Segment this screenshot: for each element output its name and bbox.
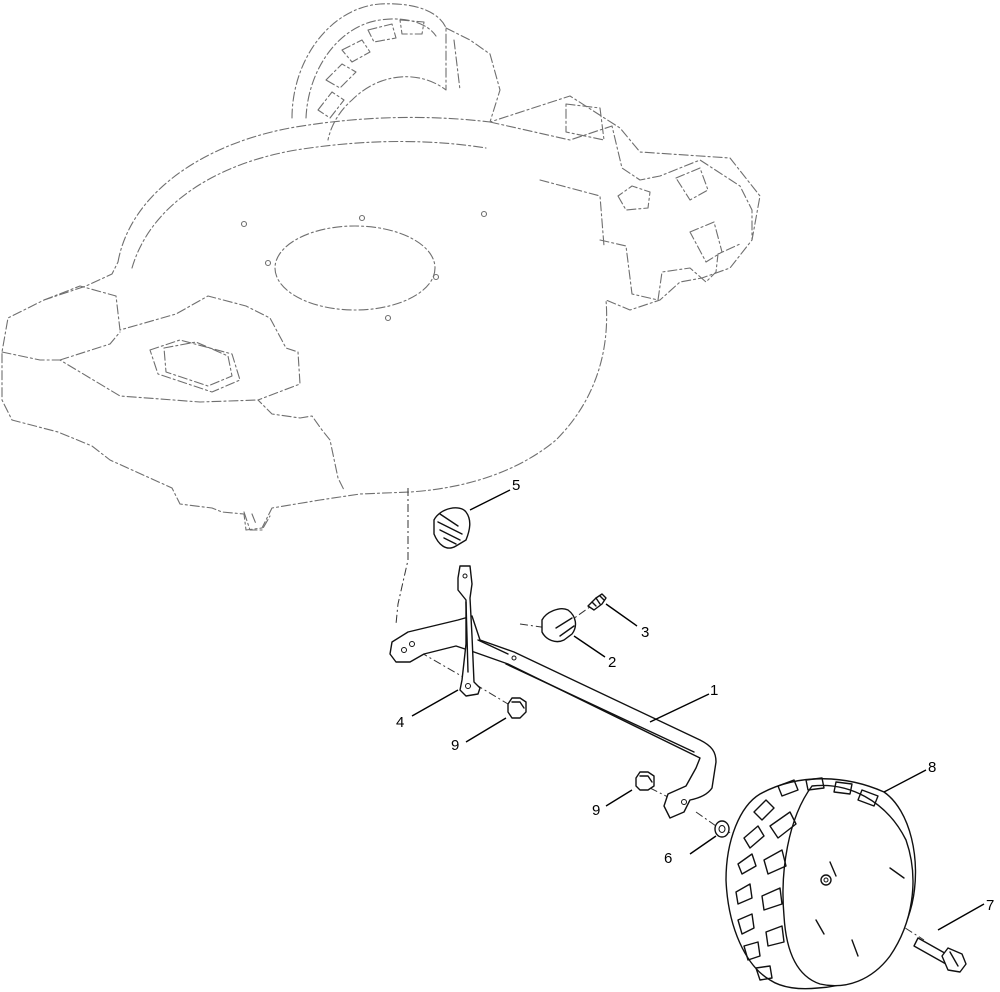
bushing-part bbox=[541, 608, 577, 643]
knob-part bbox=[433, 507, 471, 549]
callout-9-lower: 9 bbox=[592, 802, 600, 819]
callout-9-upper: 9 bbox=[451, 737, 459, 754]
lever-arm-part bbox=[457, 565, 481, 697]
callout-5: 5 bbox=[512, 477, 520, 494]
callout-7: 7 bbox=[986, 897, 994, 914]
callout-1: 1 bbox=[710, 682, 718, 699]
mower-deck-phantom bbox=[1, 3, 761, 531]
callout-3: 3 bbox=[641, 624, 649, 641]
wheel-part bbox=[725, 777, 917, 990]
axle-rod-part bbox=[389, 615, 717, 819]
washer-part bbox=[714, 820, 730, 838]
screw-part bbox=[587, 593, 607, 611]
callout-4: 4 bbox=[396, 714, 404, 731]
callout-2: 2 bbox=[608, 654, 616, 671]
nut-part-lower bbox=[635, 771, 655, 791]
callout-labels: 1 2 3 4 5 6 7 8 9 9 bbox=[396, 477, 994, 914]
nut-part-upper bbox=[507, 697, 527, 719]
callout-8: 8 bbox=[928, 759, 936, 776]
rear-wheel-phantom bbox=[291, 3, 447, 141]
callout-6: 6 bbox=[664, 850, 672, 867]
bolt-part bbox=[913, 937, 967, 973]
callout-leaders bbox=[411, 489, 985, 931]
